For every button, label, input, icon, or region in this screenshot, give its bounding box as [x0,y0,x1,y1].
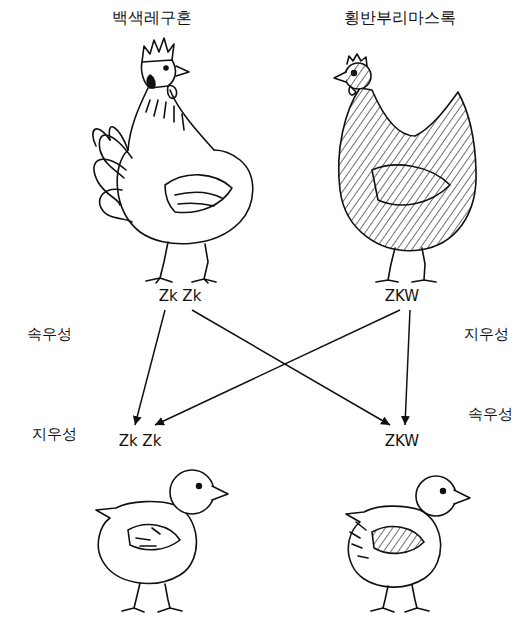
hen-figure [334,54,476,282]
genotype-label: Zk Zk [117,432,164,450]
inheritance-arrow [135,310,165,425]
chick-node: ZKW [345,425,460,465]
genotype-label: ZKW [383,287,421,305]
breed-name: 백색레구혼 [110,8,194,27]
trait-label: 지우성 [30,425,79,443]
rooster-figure [93,38,253,283]
chick-figure [346,476,470,612]
chick-figure [96,470,228,612]
trait-label: 속우성 [466,405,515,423]
genotype-label: Zk Zk [157,287,204,305]
trait-label: 속우성 [25,325,74,343]
trait-label: 지우성 [462,325,511,343]
chick-node: Zk Zk [85,425,235,465]
genotype-label: ZKW [383,432,421,450]
breed-name: 횡반부리마스록 [342,8,458,27]
breed-node: 횡반부리마스록 ZKW [315,4,490,308]
breed-node: 백색레구혼 Zk Zk [85,4,265,308]
inheritance-arrow [405,310,410,425]
inheritance-arrow [192,310,390,425]
inheritance-arrow [155,310,400,425]
